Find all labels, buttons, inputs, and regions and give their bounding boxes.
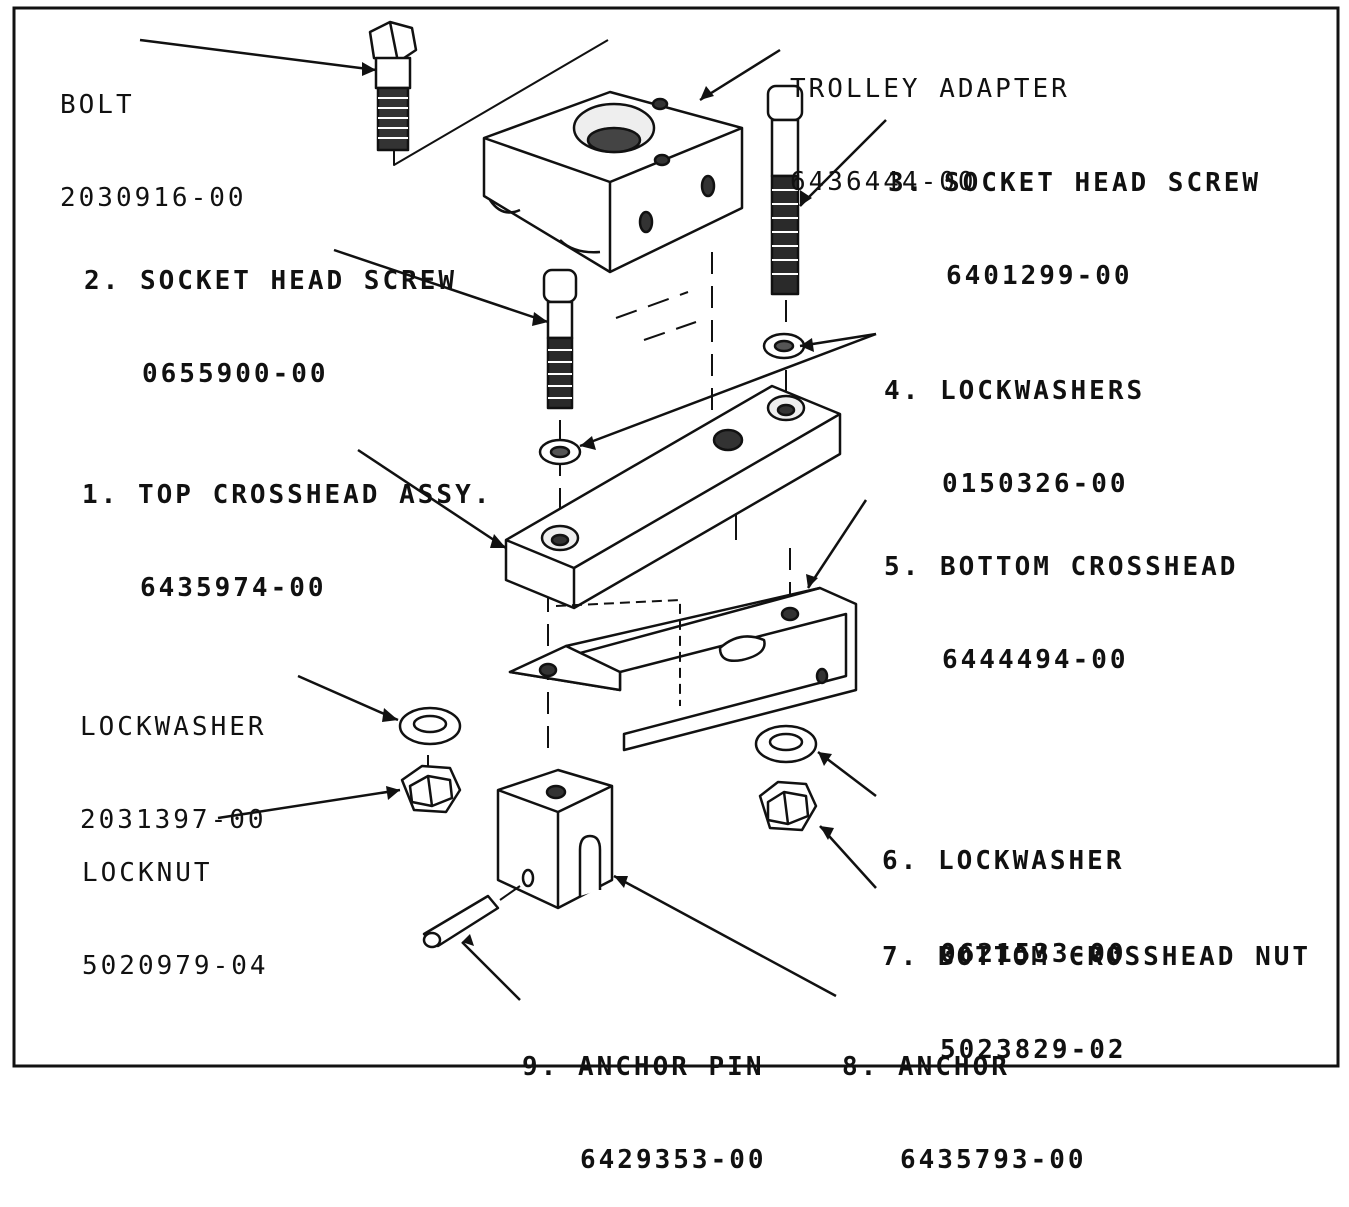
anchor-part-number: 6435793-00 [900,1145,1087,1175]
lockwasher-6-label: 6. LOCKWASHER [882,846,1125,876]
leader-lines [139,38,887,1001]
locknut-part-number: 5020979-04 [82,951,269,981]
bottom-crosshead-nut-part [758,780,818,832]
anchor-pin-part [422,885,521,949]
anchor-part [496,768,614,910]
trolley-adapter-label: TROLLEY ADAPTER [790,74,1070,104]
anchor-pin-part-number: 6429353-00 [580,1145,767,1175]
socket-head-screw-3-label: 3. SOCKET HEAD SCREW [888,168,1262,198]
lockwasher-6-part-number: 0621533-00 [940,939,1127,969]
socket-head-screw-3-callout: 3. SOCKET HEAD SCREW 6401299-00 [888,106,1261,323]
socket-head-screw-3-part [766,84,804,296]
socket-head-screw-3-part-number: 6401299-00 [946,261,1133,291]
lockwasher-left-part [398,706,462,746]
locknut-callout: LOCKNUT 5020979-04 [82,796,269,1013]
leader-arrowheads [362,62,834,946]
lockwasher-6-part [754,724,818,764]
lockwasher-part-number: 2031397-00 [80,805,267,835]
bolt-part [368,20,418,152]
lockwasher-callout: LOCKWASHER 2031397-00 [80,650,267,867]
socket-head-screw-2-part [542,268,578,410]
top-crosshead-callout: 1. TOP CROSSHEAD ASSY. 6435974-00 [82,418,492,635]
bottom-crosshead-label: 5. BOTTOM CROSSHEAD [884,552,1239,582]
bolt-part-number: 2030916-00 [60,183,247,213]
trolley-adapter-part [482,90,744,274]
trolley-adapter-part-number: 6436444-00 [790,167,977,197]
lockwashers-4-part-number: 0150326-00 [942,469,1129,499]
locknut-part [400,764,462,814]
bottom-crosshead-part-number: 6444494-00 [942,645,1129,675]
bottom-crosshead-nut-label: 7. BOTTOM CROSSHEAD NUT [882,942,1312,972]
lockwashers-4-label: 4. LOCKWASHERS [884,376,1146,406]
anchor-label: 8. ANCHOR [842,1052,1010,1082]
lockwasher-label: LOCKWASHER [80,712,267,742]
trolley-adapter-callout: TROLLEY ADAPTER 6436444-00 [790,12,1070,229]
socket-head-screw-2-callout: 2. SOCKET HEAD SCREW 0655900-00 [84,204,457,421]
top-crosshead-part-number: 6435974-00 [140,573,327,603]
top-crosshead-part [504,384,842,610]
bottom-crosshead-callout: 5. BOTTOM CROSSHEAD 6444494-00 [884,490,1238,707]
anchor-pin-callout: 9. ANCHOR PIN 6429353-00 [522,990,767,1207]
socket-head-screw-2-label: 2. SOCKET HEAD SCREW [84,266,458,296]
lockwashers-4-callout: 4. LOCKWASHERS 0150326-00 [884,314,1145,531]
locknut-label: LOCKNUT [82,858,213,888]
top-crosshead-label: 1. TOP CROSSHEAD ASSY. [82,480,493,510]
exploded-assembly-diagram [12,6,1340,1068]
bottom-crosshead-nut-callout: 7. BOTTOM CROSSHEAD NUT 5023829-02 [882,880,1311,1097]
anchor-pin-label: 9. ANCHOR PIN [522,1052,765,1082]
lockwashers-4-part [538,332,806,466]
bolt-label: BOLT [60,90,135,120]
diagram-border [12,6,1340,1068]
bottom-crosshead-part [508,586,858,752]
anchor-callout: 8. ANCHOR 6435793-00 [842,990,1087,1207]
lockwasher-6-callout: 6. LOCKWASHER 0621533-00 [882,784,1127,1001]
bottom-crosshead-nut-part-number: 5023829-02 [940,1035,1127,1065]
socket-head-screw-2-part-number: 0655900-00 [142,359,329,389]
bolt-callout: BOLT 2030916-00 [60,28,247,245]
anchor-ghost [555,599,681,706]
